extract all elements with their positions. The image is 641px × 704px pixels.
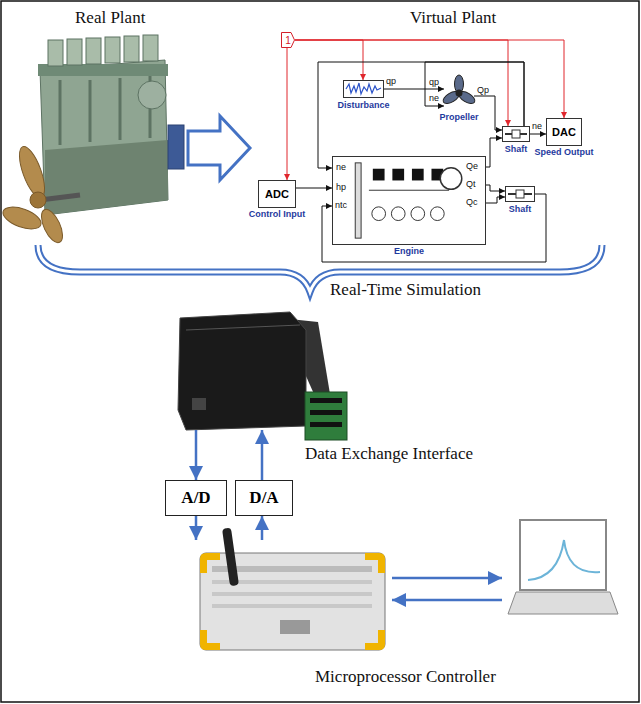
signal-name: Qc — [466, 197, 478, 207]
connector — [384, 89, 444, 90]
engine-block: Engine — [332, 156, 486, 245]
block-caption: Speed Output — [535, 147, 594, 157]
engine-illustration — [0, 35, 168, 246]
connector — [486, 197, 505, 203]
connector — [318, 62, 524, 168]
connector — [261, 516, 264, 540]
inport-block: 1 — [281, 32, 295, 48]
signal-name: Qp — [477, 85, 489, 95]
controller-device — [200, 528, 385, 650]
connector — [486, 185, 505, 191]
connector — [486, 138, 502, 167]
brace — [38, 245, 602, 292]
block-caption: Shaft — [505, 144, 528, 154]
connector — [530, 134, 546, 135]
signal-name: ne — [429, 93, 439, 103]
section-title: Real Plant — [75, 8, 145, 28]
signal-name: ne — [336, 162, 346, 172]
dac-block: DACSpeed Output — [546, 118, 582, 146]
signal-name: ntc — [335, 200, 347, 210]
section-title: Real-Time Simulation — [330, 280, 481, 300]
connector — [195, 430, 198, 480]
converter-box: A/D — [165, 480, 227, 516]
signal-name: qp — [429, 77, 439, 87]
signal-name: hp — [336, 182, 346, 192]
section-title: Virtual Plant — [410, 8, 496, 28]
block-caption: Disturbance — [337, 100, 389, 110]
connector — [261, 430, 264, 480]
block-label: D/A — [249, 488, 278, 508]
connector — [296, 188, 332, 189]
signal-name: ne — [532, 121, 542, 131]
connector — [295, 40, 508, 126]
block-caption: Engine — [394, 246, 424, 256]
shaft-shape — [502, 126, 530, 142]
shaft-block: Shaft — [505, 186, 535, 202]
shaft-shape — [505, 186, 535, 202]
data-arrow — [392, 577, 502, 580]
block-label: 1 — [285, 35, 291, 46]
interface-device — [178, 312, 347, 440]
signal-name: Qe — [466, 161, 478, 171]
block-caption: Shaft — [509, 204, 532, 214]
connector — [425, 62, 524, 126]
device-caption: Microprocessor Controller — [315, 667, 496, 687]
transfer-arrow — [168, 116, 250, 180]
converter-box: D/A — [235, 480, 293, 516]
adc-block: ADCControl Input — [258, 180, 296, 208]
dist-shape — [343, 80, 384, 98]
shaft-block: Shaft — [502, 126, 530, 142]
data-arrow — [392, 599, 502, 602]
block-label: A/D — [181, 488, 210, 508]
prop-shape — [444, 76, 474, 110]
block-label: DAC — [552, 126, 576, 138]
disturbance-block: Disturbance — [343, 80, 384, 98]
signal-name: Qt — [466, 179, 476, 189]
engine-shape — [333, 157, 485, 244]
connector — [287, 48, 288, 180]
connector — [195, 516, 198, 540]
controller-node: Microprocessor Controller — [188, 540, 388, 656]
device-caption: Data Exchange Interface — [305, 444, 473, 464]
block-caption: Control Input — [249, 209, 305, 219]
connector — [295, 40, 363, 80]
block-label: ADC — [265, 188, 289, 200]
laptop — [508, 520, 618, 614]
propeller-block: Propeller — [444, 76, 474, 110]
interface-node: Data Exchange Interface — [178, 310, 306, 430]
signal-name: qp — [386, 76, 396, 86]
block-caption: Propeller — [439, 112, 478, 122]
